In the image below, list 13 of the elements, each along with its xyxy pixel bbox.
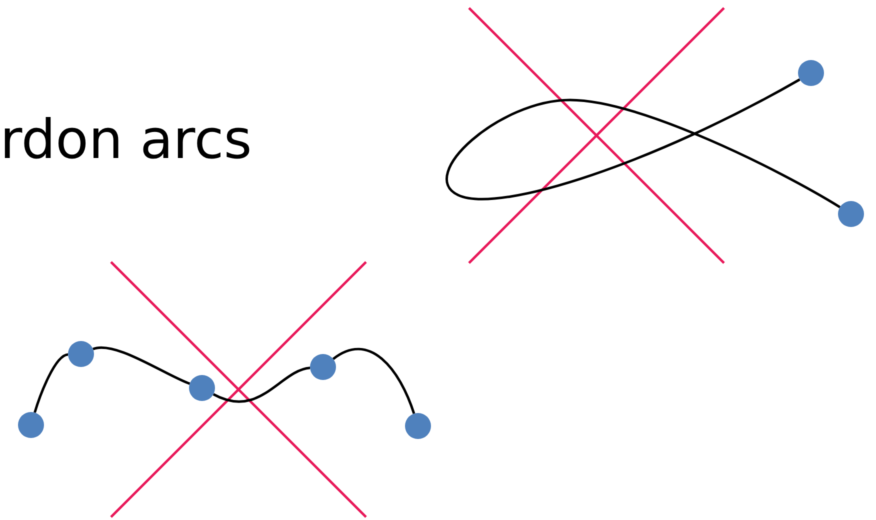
curve xyxy=(212,366,310,403)
dot xyxy=(798,60,824,86)
curve xyxy=(92,346,190,385)
dot xyxy=(838,201,864,227)
curve xyxy=(34,353,68,413)
dot xyxy=(189,375,215,401)
curve xyxy=(332,348,416,414)
dot xyxy=(310,354,336,380)
dot xyxy=(405,413,431,439)
dot xyxy=(68,341,94,367)
dot xyxy=(18,412,44,438)
curve xyxy=(446,78,841,208)
title: rdon arcs xyxy=(0,108,252,173)
